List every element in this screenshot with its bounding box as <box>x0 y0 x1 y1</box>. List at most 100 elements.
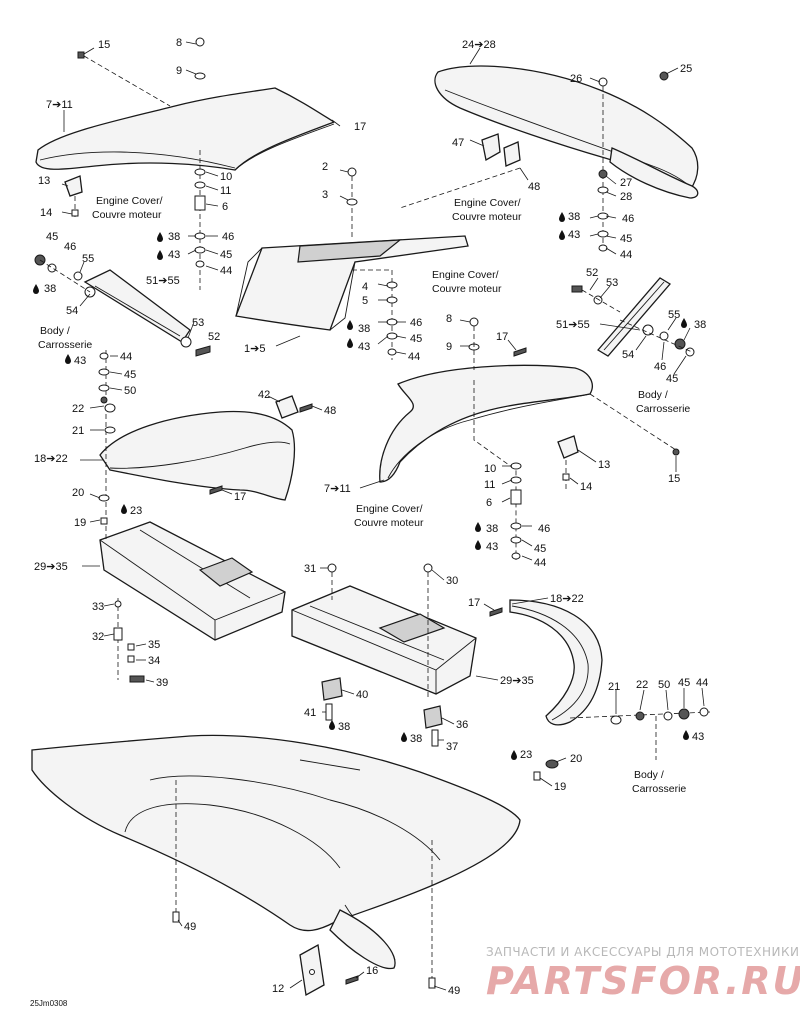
body-callout: Carrosserie <box>632 783 686 795</box>
part-label: 8 <box>176 37 182 49</box>
part-label: 29➔35 <box>34 561 68 573</box>
part-label: 22 <box>72 403 84 415</box>
part-label: 9 <box>176 65 182 77</box>
part-label: 43 <box>74 355 86 367</box>
body-callout: Body / <box>40 325 70 337</box>
part-label: 3 <box>322 189 328 201</box>
clip-13-lower <box>557 435 579 459</box>
part-label: 44 <box>534 557 546 569</box>
part-label: 55 <box>668 309 680 321</box>
part-label: 13 <box>38 175 50 187</box>
part-label: 13 <box>598 459 610 471</box>
part-label: 2 <box>322 161 328 173</box>
side-bracket-right <box>597 277 671 357</box>
part-label: 35 <box>148 639 160 651</box>
handrail-upper-right <box>434 65 699 199</box>
part-label: 43 <box>358 341 370 353</box>
part-label: 47 <box>452 137 464 149</box>
part-label: 31 <box>304 563 316 575</box>
part-label: 45 <box>620 233 632 245</box>
part-label: 55 <box>82 253 94 265</box>
engine-cover-callout: Engine Cover/ <box>96 195 163 207</box>
part-label: 53 <box>192 317 204 329</box>
part-label: 44 <box>620 249 632 261</box>
part-label: 17 <box>468 597 480 609</box>
part-label: 41 <box>304 707 316 719</box>
drop-icon <box>33 284 39 294</box>
handrail-lower-center <box>379 364 593 483</box>
part-label: 32 <box>92 631 104 643</box>
part-label: 34 <box>148 655 160 667</box>
drop-icon <box>65 354 71 364</box>
handrail-upper-left <box>35 87 336 171</box>
part-label: 26 <box>570 73 582 85</box>
body-callout: Body / <box>634 769 664 781</box>
part-label: 46 <box>410 317 422 329</box>
part-label: 44 <box>120 351 132 363</box>
part-label: 27 <box>620 177 632 189</box>
part-label: 38 <box>338 721 350 733</box>
part-label: 38 <box>410 733 422 745</box>
part-label: 52 <box>586 267 598 279</box>
drop-icon <box>157 250 163 260</box>
part-label: 50 <box>124 385 136 397</box>
part-label: 48 <box>528 181 540 193</box>
part-label: 37 <box>446 741 458 753</box>
part-label: 22 <box>636 679 648 691</box>
hardware <box>34 37 711 989</box>
part-label: 16 <box>366 965 378 977</box>
part-label: 45 <box>46 231 58 243</box>
part-label: 21 <box>608 681 620 693</box>
clip-13-upper <box>64 175 83 197</box>
part-label: 29➔35 <box>500 675 534 687</box>
drop-icon <box>511 750 517 760</box>
drop-icon <box>347 320 353 330</box>
part-label: 6 <box>486 497 492 509</box>
part-label: 45 <box>678 677 690 689</box>
part-label: 23 <box>520 749 532 761</box>
watermark-tagline: ЗАПЧАСТИ И АКСЕССУАРЫ ДЛЯ МОТОТЕХНИКИ <box>486 945 800 959</box>
part-label: 23 <box>130 505 142 517</box>
part-label: 52 <box>208 331 220 343</box>
handrail-right <box>509 599 603 726</box>
part-label: 44 <box>696 677 708 689</box>
part-label: 39 <box>156 677 168 689</box>
part-label: 18➔22 <box>34 453 68 465</box>
part-label: 49 <box>184 921 196 933</box>
part-label: 5 <box>362 295 368 307</box>
side-bracket-left <box>83 269 191 343</box>
part-label: 30 <box>446 575 458 587</box>
part-label: 49 <box>448 985 460 997</box>
part-label: 45 <box>124 369 136 381</box>
drop-icon <box>683 730 689 740</box>
handrail-lower-left <box>99 410 296 501</box>
drop-icon <box>329 720 335 730</box>
part-label: 10 <box>484 463 496 475</box>
engine-cover-callout: Engine Cover/ <box>454 197 521 209</box>
part-label: 4 <box>362 281 368 293</box>
clip-42 <box>275 395 299 419</box>
part-label: 50 <box>658 679 670 691</box>
part-labels: 15 8 9 24➔28 26 25 7➔11 17 47 48 10 11 6… <box>34 37 708 997</box>
part-label: 38 <box>168 231 180 243</box>
part-label: 42 <box>258 389 270 401</box>
block-36 <box>423 705 443 729</box>
part-label: 20 <box>72 487 84 499</box>
bracket-12 <box>299 943 325 997</box>
part-label: 7➔11 <box>46 99 73 111</box>
part-label: 19 <box>74 517 86 529</box>
part-label: 20 <box>570 753 582 765</box>
part-label: 14 <box>580 481 592 493</box>
part-label: 48 <box>324 405 336 417</box>
seat-cushion-center <box>291 585 477 695</box>
part-label: 43 <box>568 229 580 241</box>
part-label: 25 <box>680 63 692 75</box>
part-label: 44 <box>220 265 232 277</box>
engine-cover-callout: Engine Cover/ <box>356 503 423 515</box>
body-callout: Body / <box>638 389 668 401</box>
part-label: 51➔55 <box>146 275 180 287</box>
part-label: 28 <box>620 191 632 203</box>
part-label: 10 <box>220 171 232 183</box>
part-label: 19 <box>554 781 566 793</box>
